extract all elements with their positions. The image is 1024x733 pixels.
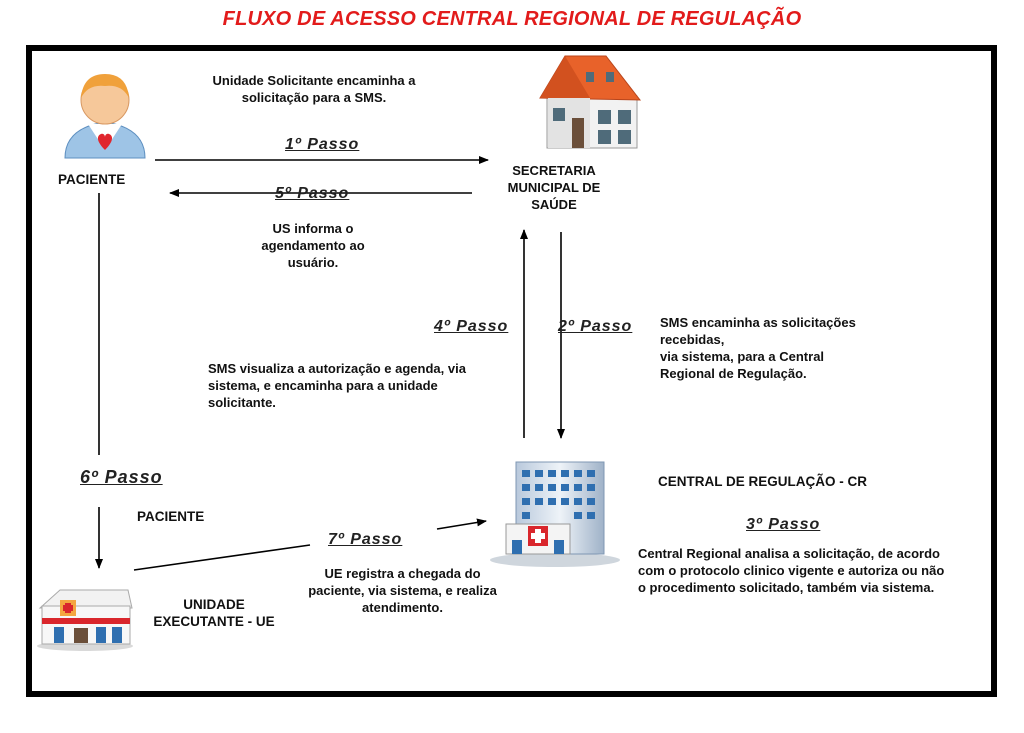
actor-sms-line-3: SAÚDE — [531, 197, 577, 212]
note-step-2-line-2: recebidas, — [660, 332, 725, 347]
step-7-label: 7º Passo — [328, 531, 403, 548]
note-step-5: US informa o agendamento ao usuário. — [250, 220, 376, 271]
step-1-label: 1º Passo — [285, 136, 360, 153]
note-step-5-line-1: US informa o — [272, 221, 354, 236]
note-step-1: Unidade Solicitante encaminha a solicita… — [200, 72, 428, 106]
note-step-3-line-2: com o protocolo clinico vigente e autori… — [638, 563, 945, 578]
note-step-7-line-1: UE registra a chegada do — [324, 566, 481, 581]
note-step-2-line-4: Regional de Regulação. — [660, 366, 807, 381]
note-step-2: SMS encaminha as solicitações recebidas,… — [660, 314, 880, 382]
step-5-label: 5º Passo — [275, 185, 350, 202]
note-step-4: SMS visualiza a autorização e agenda, vi… — [208, 360, 508, 411]
note-step-1-line-2: solicitação para a SMS. — [241, 90, 387, 105]
actor-sms-line-2: MUNICIPAL DE — [507, 180, 601, 195]
step-2-label: 2º Passo — [558, 318, 633, 335]
note-step-3: Central Regional analisa a solicitação, … — [638, 545, 978, 596]
note-step-4-line-2: sistema, e encaminha para a unidade soli… — [208, 378, 438, 410]
note-step-1-line-1: Unidade Solicitante encaminha a — [212, 73, 416, 88]
note-step-3-line-3: o procedimento solicitado, também via si… — [638, 580, 935, 595]
note-step-5-line-2: agendamento ao — [261, 238, 365, 253]
actor-paciente-step6: PACIENTE — [137, 509, 205, 524]
actor-paciente: PACIENTE — [58, 172, 126, 187]
step-6-label: 6º Passo — [80, 467, 163, 487]
note-step-3-line-1: Central Regional analisa a solicitação, … — [638, 546, 940, 561]
line-step7 — [133, 544, 311, 571]
step-4-label: 4º Passo — [434, 318, 509, 335]
actor-ue-line-2: EXECUTANTE - UE — [153, 614, 275, 629]
patient-icon — [64, 74, 146, 159]
house-icon — [539, 55, 642, 149]
actor-ue-line-1: UNIDADE — [183, 597, 245, 612]
step-3-label: 3º Passo — [746, 516, 821, 533]
actor-sms-line-1: SECRETARIA — [512, 163, 596, 178]
note-step-2-line-1: SMS encaminha as solicitações — [660, 315, 856, 330]
note-step-5-line-3: usuário. — [287, 255, 339, 270]
note-step-2-line-3: via sistema, para a Central — [660, 349, 825, 364]
actor-cr: CENTRAL DE REGULAÇÃO - CR — [658, 474, 867, 489]
hospital-icon — [490, 461, 620, 567]
actor-ue: UNIDADE EXECUTANTE - UE — [148, 596, 280, 630]
actor-sms: SECRETARIA MUNICIPAL DE SAÚDE — [490, 162, 618, 213]
diagram-frame — [26, 45, 997, 697]
executing-unit-icon — [37, 589, 133, 651]
note-step-7: UE registra a chegada do paciente, via s… — [300, 565, 505, 616]
diagram-title: FLUXO DE ACESSO CENTRAL REGIONAL DE REGU… — [222, 8, 802, 30]
arrow-step7 — [436, 518, 487, 530]
note-step-7-line-2: paciente, via sistema, e realiza — [308, 583, 497, 598]
note-step-4-line-1: SMS visualiza a autorização e agenda, vi… — [208, 361, 466, 376]
note-step-7-line-3: atendimento. — [362, 600, 443, 615]
